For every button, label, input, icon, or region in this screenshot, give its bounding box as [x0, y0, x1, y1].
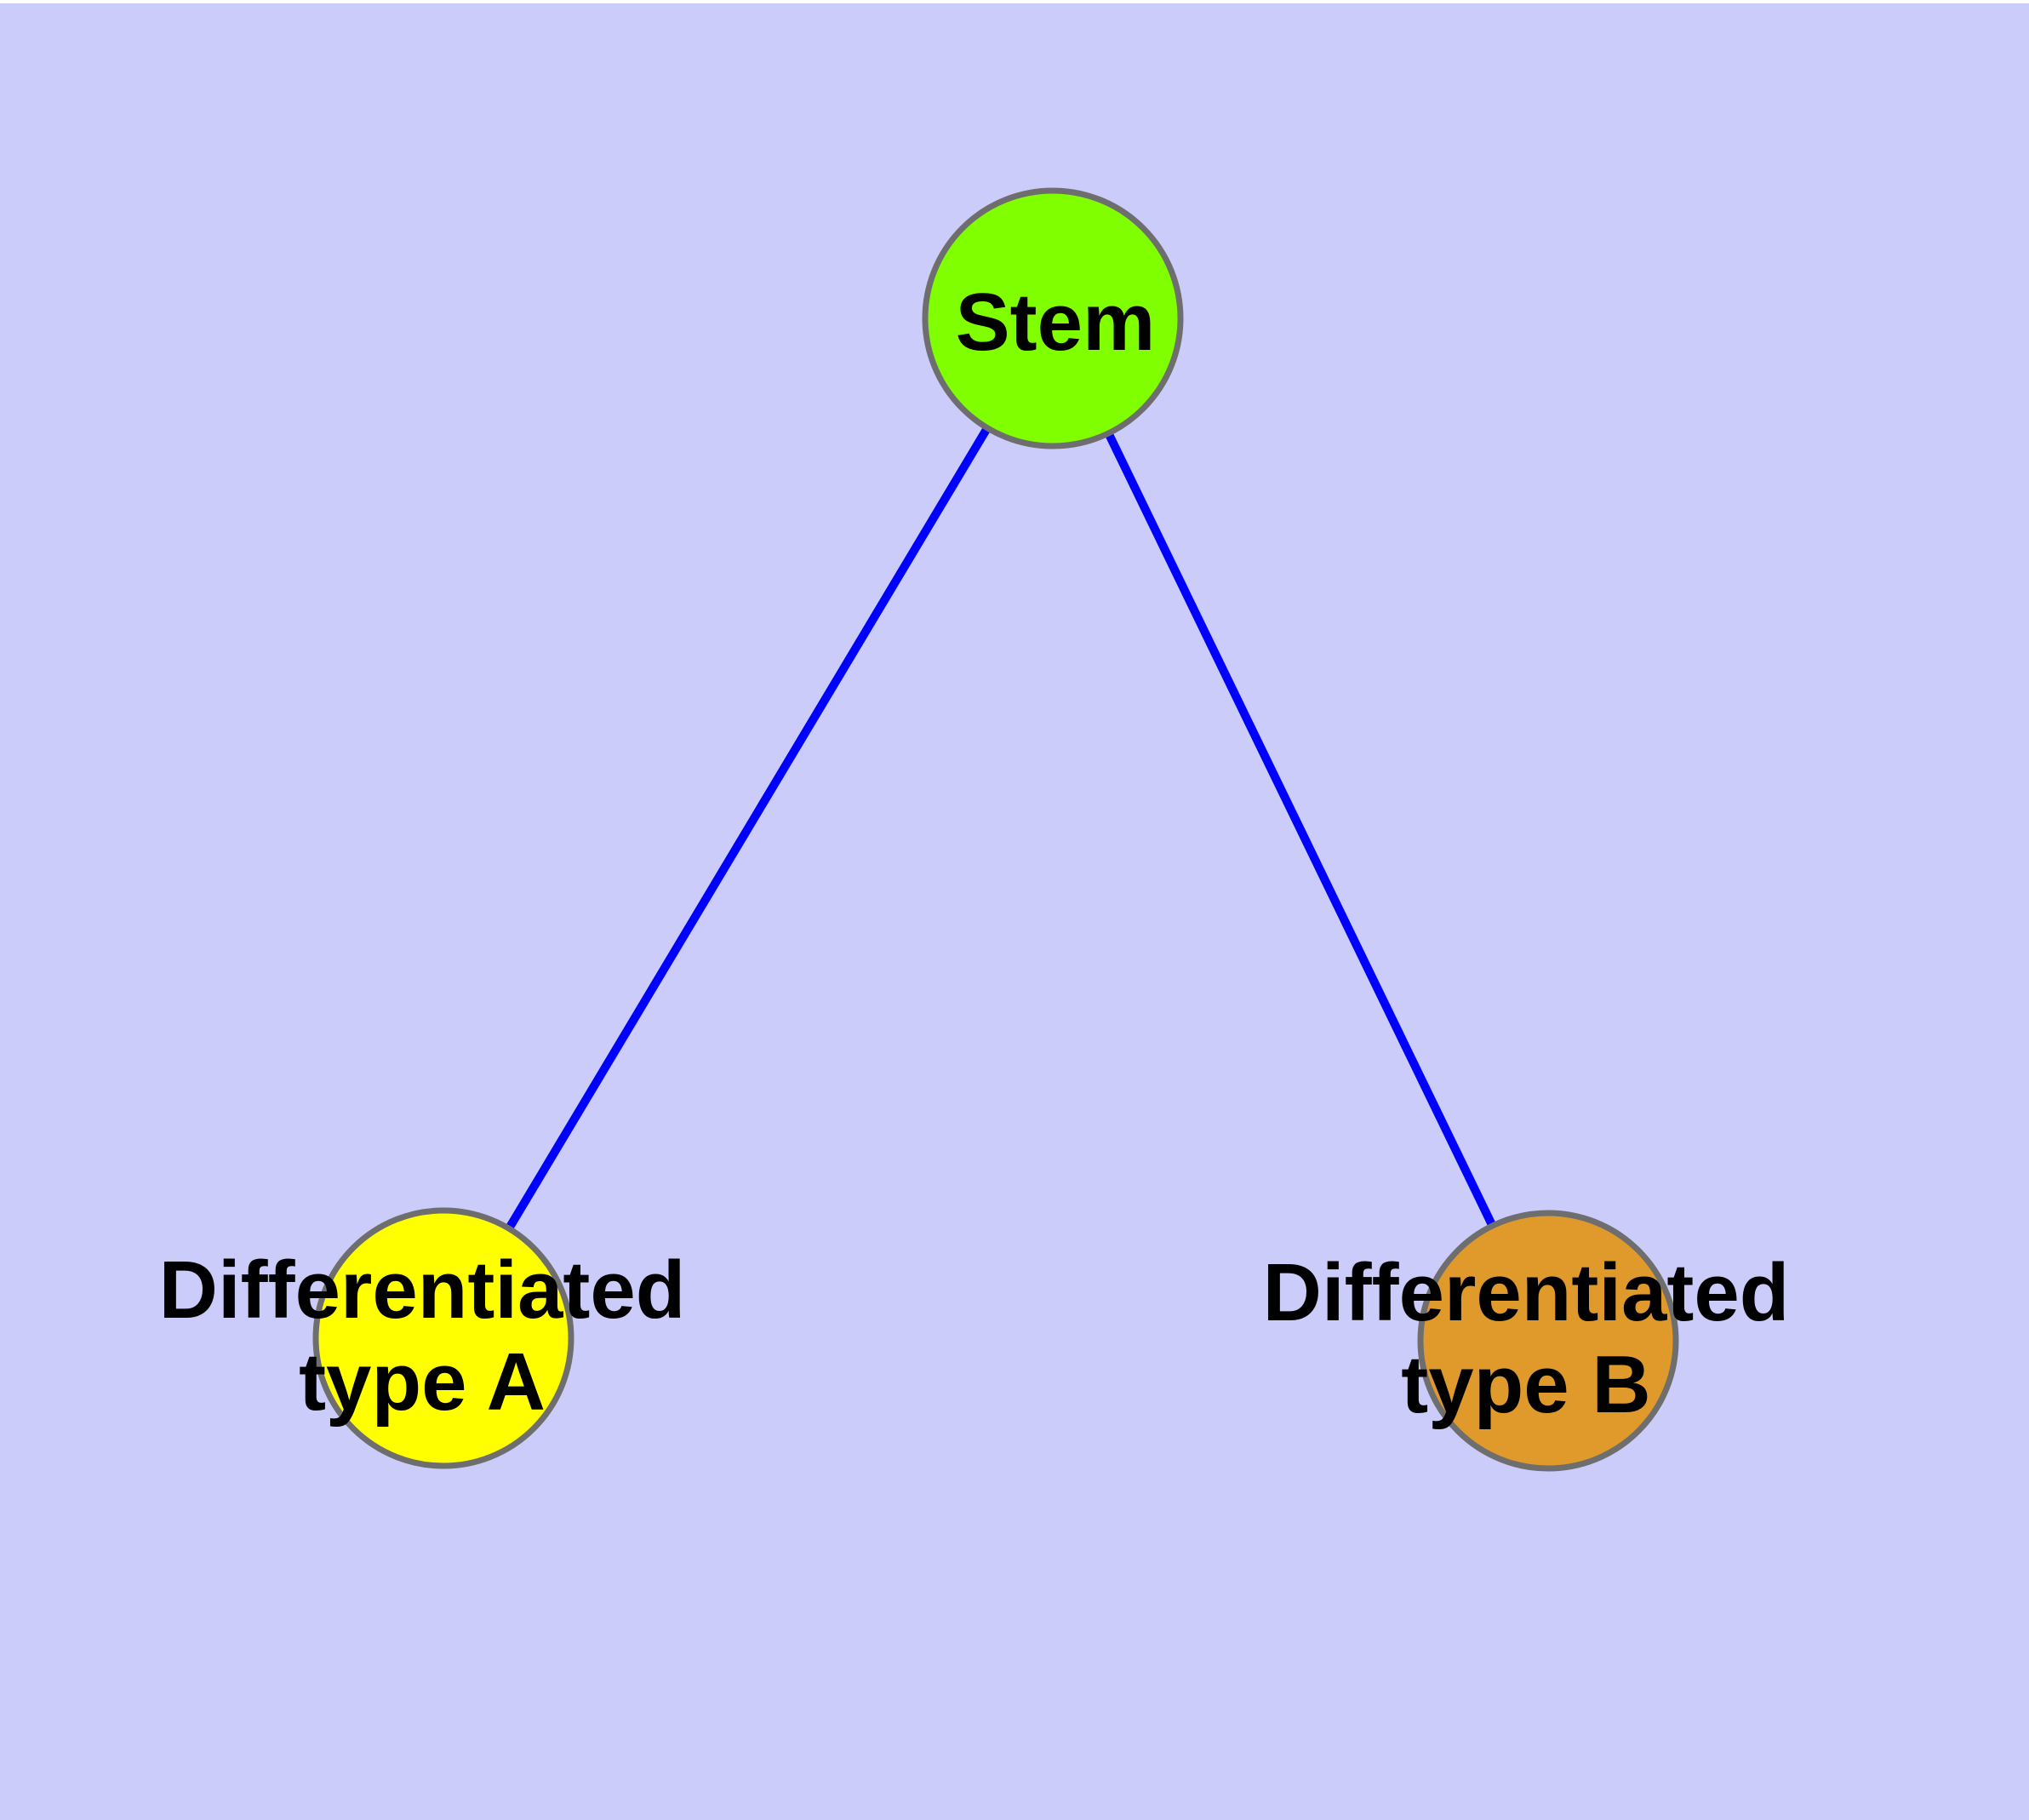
node-type-b-circle[interactable] — [1417, 1210, 1679, 1472]
edge-layer — [505, 426, 1497, 1231]
node-stem-label-line-1: Stem — [956, 277, 1156, 368]
label-layer: Stem Differentiated type A Differentiate… — [159, 277, 1790, 1430]
node-differentiated-type-b[interactable] — [1417, 1210, 1679, 1472]
node-type-a-label-line-1: Differentiated — [159, 1245, 686, 1336]
node-stem-circle[interactable] — [922, 187, 1184, 449]
node-type-b-label-line-1: Differentiated — [1263, 1247, 1790, 1338]
node-type-a-circle[interactable] — [312, 1207, 574, 1469]
node-differentiated-type-a[interactable] — [312, 1207, 574, 1469]
node-type-b-label-line-2: type B — [1401, 1339, 1650, 1430]
edge-stem-to-type-a[interactable] — [505, 426, 992, 1231]
node-type-a-label-line-2: type A — [299, 1336, 546, 1428]
edge-stem-to-type-b[interactable] — [1104, 431, 1497, 1228]
node-stem[interactable] — [922, 187, 1184, 449]
node-layer — [312, 187, 1679, 1472]
